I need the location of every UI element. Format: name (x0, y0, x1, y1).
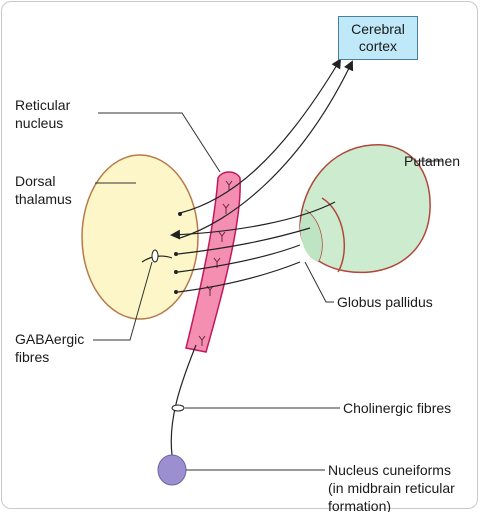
dorsal-thalamus-shape (81, 154, 199, 320)
pallidal-fibre-arrow (170, 201, 336, 240)
globus-pallidus-label: Globus pallidus (337, 294, 433, 310)
thalamocortical-arrow-1 (179, 58, 342, 214)
nucleus-cuneiforms-label: Nucleus cuneiforms (in midbrain reticula… (328, 462, 455, 512)
cholinergic-fibre (170, 344, 197, 456)
pallidal-fibre-3 (177, 261, 301, 293)
putamen-shape (299, 144, 431, 274)
nucleus-cuneiforms-shape (157, 454, 187, 486)
gabaergic-fibre-marker (151, 249, 159, 263)
cholinergic-fibres-label: Cholinergic fibres (343, 400, 452, 416)
thalamocortical-arrow-2 (179, 60, 354, 239)
reticular-nucleus-label: Reticular nucleus (15, 97, 71, 131)
putamen-label: Putamen (404, 153, 461, 169)
globus-pallidus-arc-outer (321, 197, 345, 273)
reticular-synapse-marks (198, 180, 233, 346)
pallidal-fibre-2 (177, 244, 301, 273)
reticular-nucleus-shape (185, 171, 241, 353)
cholinergic-fibre-marker (171, 404, 185, 412)
globus-pallidus-shape (300, 210, 322, 262)
dorsal-thalamus-label: Dorsal thalamus (15, 173, 72, 207)
leader-lines (93, 112, 443, 471)
gabaergic-fibres-label: GABAergic fibres (15, 331, 85, 365)
terminal-dots (174, 212, 182, 294)
pallidal-fibre-1 (177, 227, 311, 255)
cerebral-cortex-box: Cerebral cortex (338, 16, 418, 60)
